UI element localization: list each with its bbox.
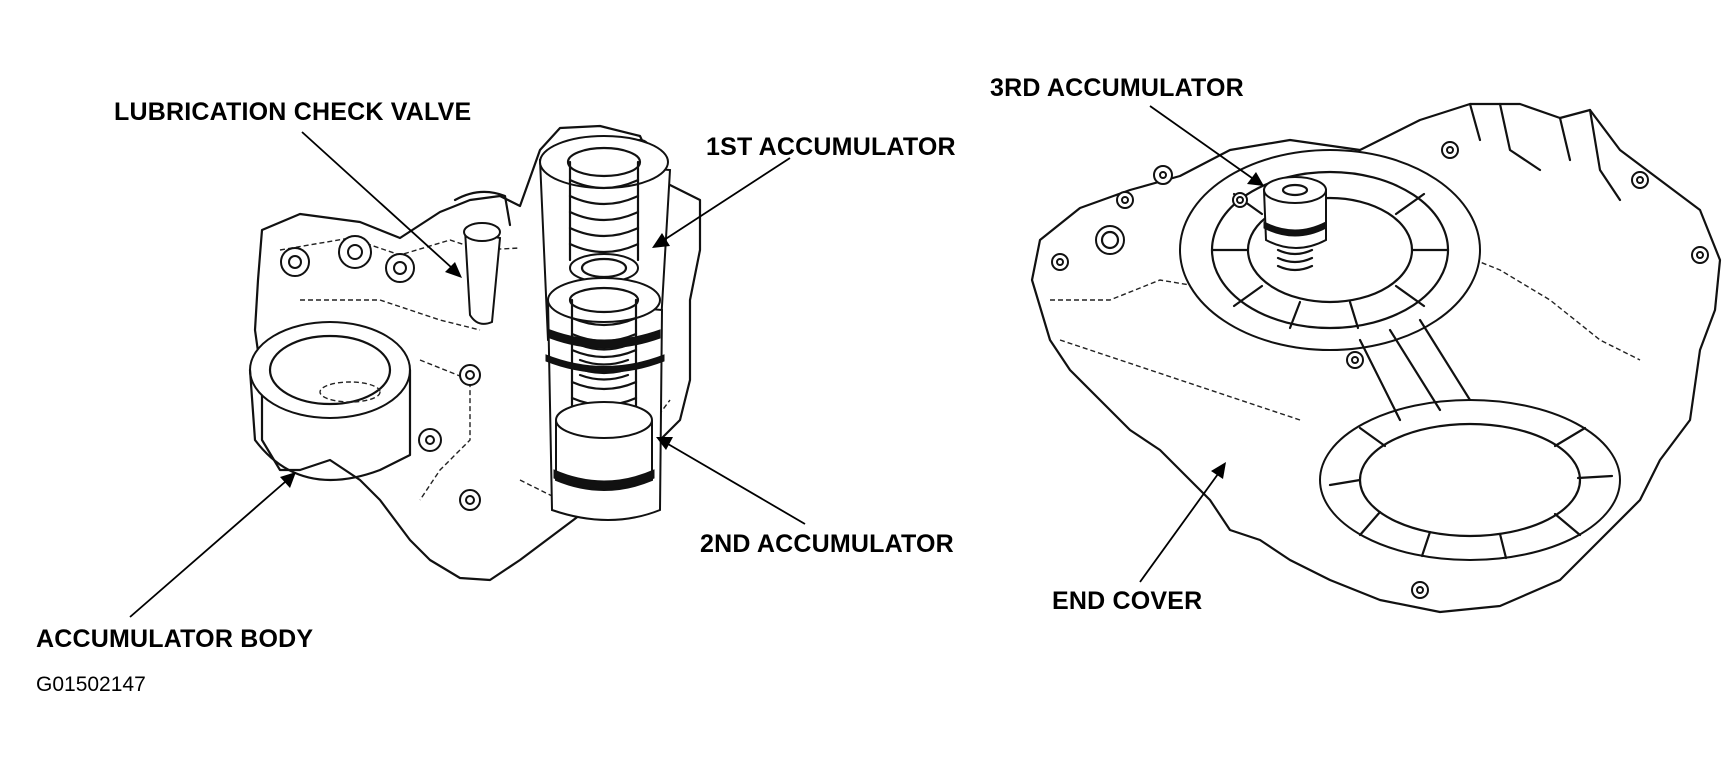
leader-lines [129, 105, 1264, 618]
label-3rd-accumulator: 3RD ACCUMULATOR [990, 74, 1244, 102]
accumulator-body-drawing [248, 124, 702, 582]
label-lubrication-check-valve: LUBRICATION CHECK VALVE [114, 98, 472, 126]
label-end-cover: END COVER [1052, 587, 1203, 615]
figure-code: G01502147 [36, 673, 146, 696]
label-1st-accumulator: 1ST ACCUMULATOR [706, 133, 956, 161]
label-accumulator-body: ACCUMULATOR BODY [36, 625, 314, 653]
end-cover-drawing [1030, 102, 1722, 614]
label-2nd-accumulator: 2ND ACCUMULATOR [700, 530, 954, 558]
